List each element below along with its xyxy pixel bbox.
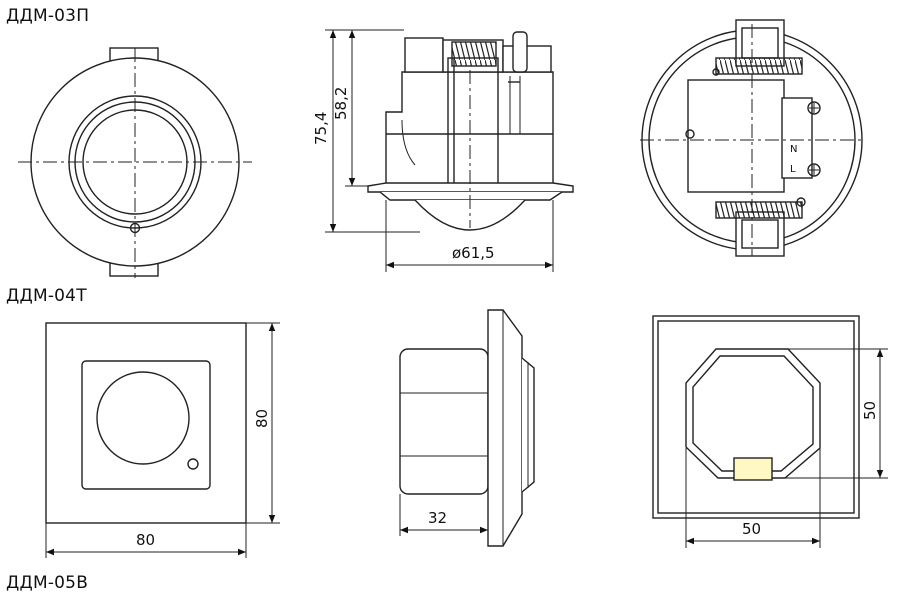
side-frame-04 xyxy=(487,309,523,547)
dim-text-total-height: 75,4 xyxy=(312,112,330,145)
screw-top-icon xyxy=(807,101,821,115)
ddm-04t-front-view xyxy=(45,322,280,558)
mount-flange xyxy=(367,182,574,193)
screw-bottom-icon xyxy=(807,163,821,177)
terminal-label-l: L xyxy=(790,164,796,175)
model-label-ddm-05v: ДДМ-05В xyxy=(6,573,89,593)
octagon-body-inner xyxy=(692,355,814,472)
indicator-led-04 xyxy=(187,458,199,470)
top-block-left xyxy=(404,37,444,73)
dim-text-height-04: 80 xyxy=(253,409,271,428)
back-spring-bottom xyxy=(715,201,803,219)
ddm-03p-back-view xyxy=(640,19,864,257)
hole-top-left-icon xyxy=(712,68,720,76)
dim-text-diameter: ø61,5 xyxy=(452,244,495,262)
terminal-label-n: N xyxy=(790,144,797,155)
terminal-connector xyxy=(733,457,773,481)
dim-text-inner-width: 50 xyxy=(742,520,761,538)
back-clip-bottom-inner xyxy=(741,219,779,249)
ddm-04t-side-view xyxy=(399,309,535,547)
dim-text-width-04: 80 xyxy=(136,531,155,549)
ddm-03p-side-view xyxy=(325,29,574,272)
latch xyxy=(512,31,528,73)
hole-left-icon xyxy=(685,129,695,139)
inner-bowl-left xyxy=(401,119,416,166)
model-label-ddm-04t: ДДМ-04Т xyxy=(6,286,87,306)
terminal-block xyxy=(781,97,813,179)
electronics-module xyxy=(687,79,785,193)
ddm-03p-front-view xyxy=(18,47,252,278)
back-frame-inner xyxy=(657,320,855,514)
spring-coil xyxy=(451,41,497,67)
side-body-04 xyxy=(399,348,489,495)
hole-right-icon xyxy=(796,197,806,207)
dim-text-inner-height: 50 xyxy=(861,401,879,420)
frame-inner xyxy=(81,360,211,490)
flange-base xyxy=(379,191,563,201)
back-spring-top xyxy=(715,57,803,75)
lens-circle-04 xyxy=(96,371,190,465)
dim-text-body-height: 58,2 xyxy=(332,87,350,120)
dim-text-depth-04: 32 xyxy=(428,509,447,527)
model-label-ddm-03p: ДДМ-03П xyxy=(6,6,90,26)
ddm-04t-back-view xyxy=(652,315,888,548)
